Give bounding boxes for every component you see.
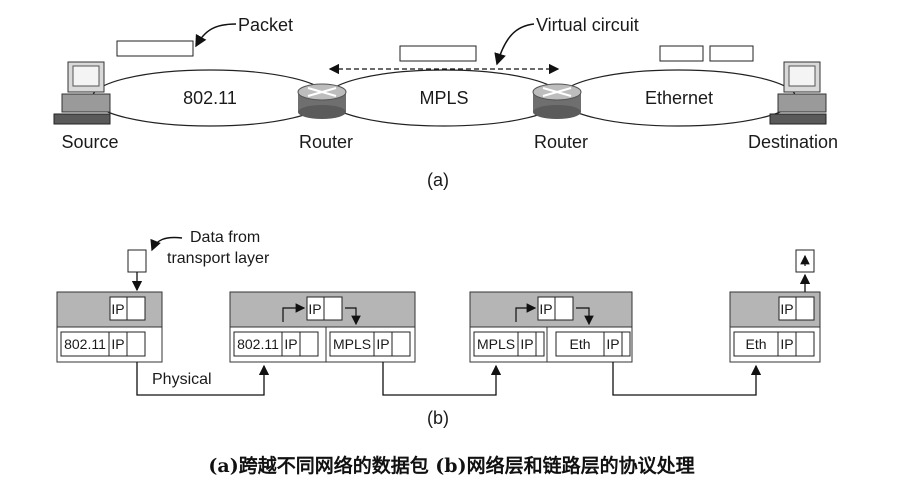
protocol-stack-router-2: IP MPLS IP Eth IP [469,291,633,363]
packet-pointer-arrow [195,23,237,48]
protocol-stack-destination: IP Eth IP [729,291,821,363]
stack-destination-ip-label: IP [780,301,793,317]
transport-data-box [127,249,147,273]
router-icon [297,83,347,119]
source-computer-icon [53,61,111,125]
node-label-router-1: Router [299,132,353,152]
stack-router1-ip3-label: IP [376,336,389,352]
protocol-stack-source: IP 802.11 IP [56,291,163,363]
stack-router2-eth-label: Eth [569,336,590,352]
node-label-router-2: Router [534,132,588,152]
panel-label-b: (b) [427,408,449,428]
protocol-stack-router-1: IP 802.11 IP MPLS IP [229,291,416,363]
destination-computer-icon [769,61,827,125]
stack-source-ip2-label: IP [111,336,124,352]
stack-router1-ip2-label: IP [284,336,297,352]
packet-box-80211 [116,40,194,57]
router1-down-flow-arrow [345,307,361,326]
router2-down-flow-arrow [576,307,594,326]
data-from-pointer-arrow [150,236,183,252]
part-a: 802.11 MPLS Ethernet Packet Virtual circ… [53,15,838,190]
virtual-circuit-label: Virtual circuit [536,15,639,35]
stack-router1-wifi-label: 802.11 [237,336,279,352]
node-label-destination: Destination [748,132,838,152]
router2-up-flow-arrow [515,303,537,322]
stack-source-wifi-label: 802.11 [64,336,106,352]
data-from-label-line1: Data from [190,229,260,246]
network-label-80211: 802.11 [183,88,237,108]
physical-label: Physical [152,371,212,388]
stack-router2-mpls-label: MPLS [477,336,515,352]
part-b: Data from transport layer IP 802.11 IP I… [56,229,821,428]
packet-box-mpls [399,45,477,62]
router1-up-flow-arrow [282,303,306,322]
packet-box-ethernet-a [659,45,704,62]
packet-label: Packet [238,15,293,35]
stack-router2-ip3-label: IP [606,336,619,352]
stack-router1-ip-label: IP [308,301,321,317]
physical-link-1 [136,362,270,396]
physical-link-3 [612,362,762,396]
stack-router1-mpls-label: MPLS [333,336,371,352]
virtual-circuit-pointer-arrow [494,23,535,66]
stack-destination-ip2-label: IP [780,336,793,352]
stack-router2-ip-label: IP [539,301,552,317]
stack-router2-ip2-label: IP [520,336,533,352]
packet-box-ethernet-b [709,45,754,62]
node-label-source: Source [61,132,118,152]
network-label-ethernet: Ethernet [645,88,713,108]
stack-destination-eth-label: Eth [745,336,766,352]
network-label-mpls: MPLS [419,88,468,108]
router-icon [532,83,582,119]
physical-link-2 [382,362,502,396]
panel-label-a: (a) [427,170,449,190]
stack-source-ip-label: IP [111,301,124,317]
figure-caption: (a)跨越不同网络的数据包 (b)网络层和链路层的协议处理 [208,455,695,477]
data-from-label-line2: transport layer [167,250,270,267]
